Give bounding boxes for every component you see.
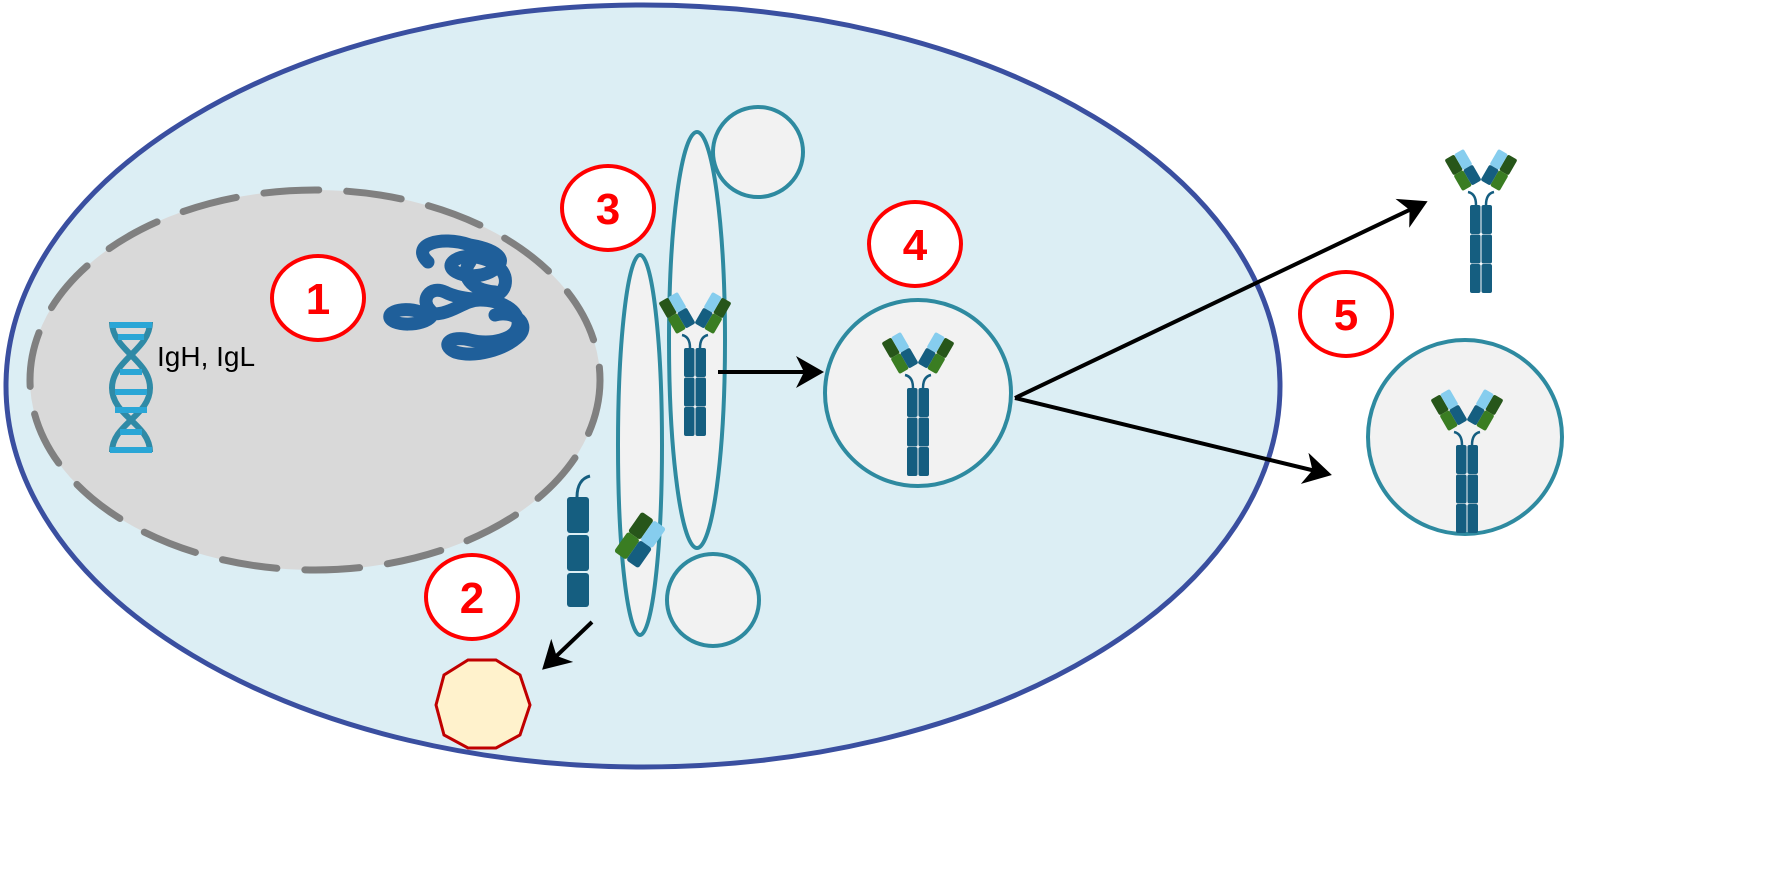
vesicle-top <box>711 105 805 199</box>
unfolded-protein-icon <box>383 234 530 361</box>
secreted-antibody <box>1444 149 1517 293</box>
arrow-to-secretion <box>1014 198 1428 400</box>
step-number: 2 <box>460 574 484 623</box>
step-number: 5 <box>1334 291 1358 340</box>
dna-icon <box>108 321 154 453</box>
vesicle-bottom <box>665 552 761 648</box>
arrow-to-external-vesicle <box>1014 396 1332 484</box>
unpaired-heavy-chain <box>567 474 591 607</box>
secretory-vesicle <box>823 298 1013 488</box>
step-number: 1 <box>306 275 330 324</box>
step-marker-2: 2 <box>424 553 520 641</box>
step-number: 4 <box>903 221 928 270</box>
step-marker-1: 1 <box>270 254 366 342</box>
membrane-bound-vesicle <box>1366 338 1564 536</box>
step-marker-4: 4 <box>867 200 963 288</box>
er-cisterna <box>616 253 664 637</box>
step-number: 3 <box>596 185 620 234</box>
arrow-to-degradation <box>542 620 594 670</box>
degradation-proteasome <box>434 658 532 750</box>
golgi-cisterna <box>667 130 727 550</box>
nucleus <box>26 186 604 574</box>
step-marker-3: 3 <box>560 164 656 252</box>
gene-label: IgH, IgL <box>157 341 255 372</box>
step-marker-5: 5 <box>1298 270 1394 358</box>
